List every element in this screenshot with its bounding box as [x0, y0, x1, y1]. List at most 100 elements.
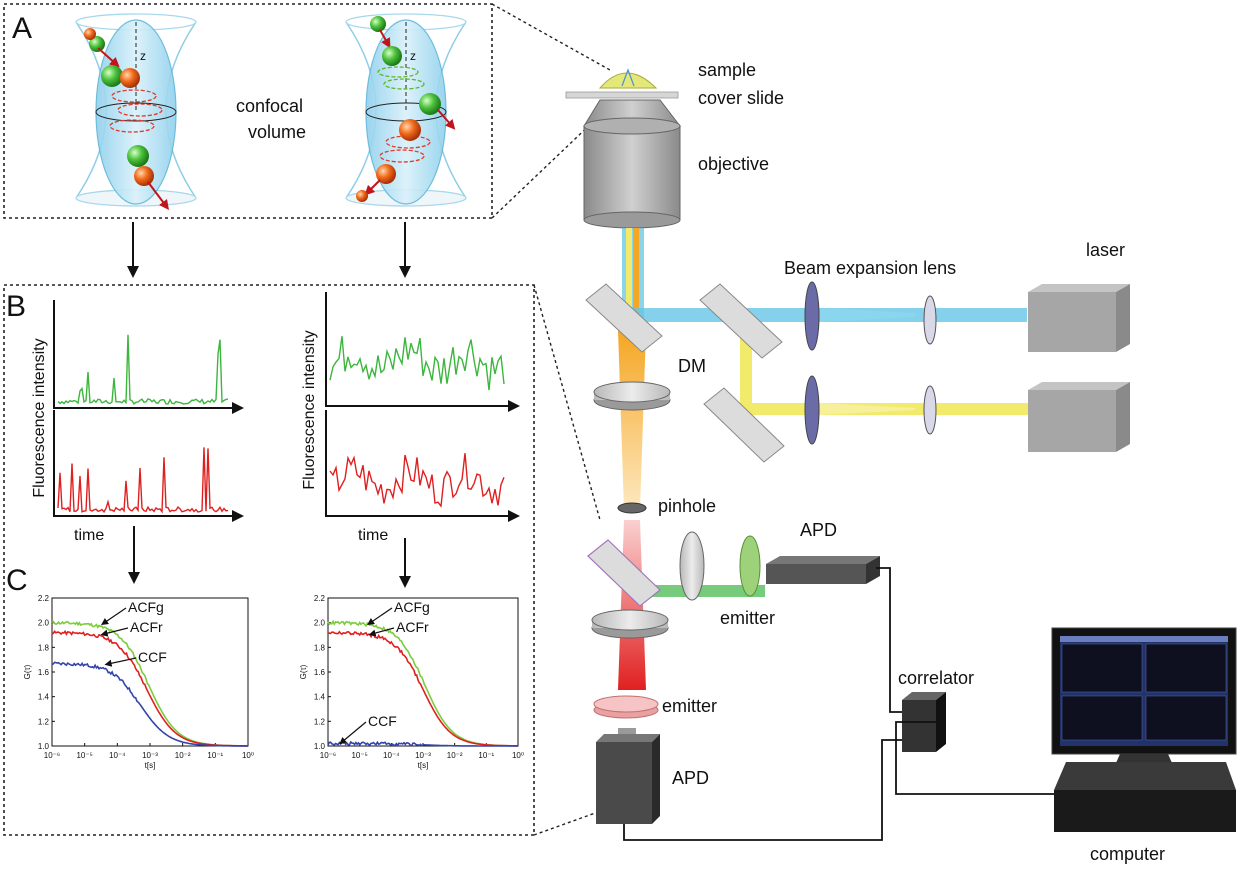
y-tick-label: 2.2 [314, 594, 326, 603]
x-tick-label: 10⁻³ [142, 751, 158, 760]
y-tick-label: 1.8 [314, 643, 326, 652]
series-line-ccf [327, 740, 518, 747]
cover-slide [565, 68, 679, 99]
trace-red-left [57, 447, 229, 514]
emitter-red-label: emitter [662, 696, 717, 716]
y-tick-label: 1.6 [314, 668, 326, 677]
x-tick-label: 10⁻⁶ [320, 751, 336, 760]
series-pointer-arrow [367, 607, 393, 626]
x-tick-label: 10⁻⁵ [351, 751, 367, 760]
series-label-acfg: ACFg [128, 599, 164, 615]
panel-b-letter: B [6, 290, 26, 323]
y-tick-label: 1.6 [38, 668, 50, 677]
tube-lens [593, 381, 671, 411]
computer [1051, 627, 1237, 832]
panel-a-letter: A [12, 12, 32, 45]
panel-bc-frame [3, 284, 535, 836]
objective-label: objective [698, 154, 769, 174]
confocal-volume-right: z [345, 13, 467, 207]
x-tick-label: 10⁻⁶ [44, 751, 60, 760]
laser-label: laser [1086, 240, 1125, 260]
x-axis-label: t[s] [418, 761, 429, 770]
red-path-lens [591, 609, 669, 639]
dichroic-mirror-4 [587, 539, 661, 607]
b-ylabel-left: Fluorescence intensity [31, 338, 48, 497]
correlator-label: correlator [898, 668, 974, 688]
x-tick-label: 10⁻² [175, 751, 191, 760]
dichroic-mirror-1 [585, 283, 663, 353]
trace-green-right [329, 336, 505, 391]
x-tick-label: 10⁻³ [415, 751, 431, 760]
zoom-line-top [491, 3, 611, 71]
series-pointer-arrow [100, 627, 129, 637]
apd-bottom [596, 728, 660, 824]
x-tick-label: 10⁻¹ [478, 751, 494, 760]
y-tick-label: 1.4 [38, 693, 50, 702]
y-tick-label: 1.2 [38, 717, 50, 726]
y-tick-label: 1.4 [314, 693, 326, 702]
zoom-line-bc-top [533, 284, 601, 521]
series-pointer-arrow [101, 607, 127, 626]
b-ylabel-right: Fluorescence intensity [301, 330, 318, 489]
volume-label: volume [248, 122, 306, 142]
y-tick-label: 1.0 [38, 742, 50, 751]
series-line-ccf [51, 661, 248, 747]
series-pointer-arrow [104, 657, 137, 667]
cover-slide-label: cover slide [698, 88, 784, 108]
sample-label: sample [698, 60, 756, 80]
dm-label: DM [678, 356, 706, 376]
series-line-acfg [327, 619, 519, 747]
x-tick-label: 10⁻¹ [207, 751, 223, 760]
x-tick-label: 10⁻⁴ [109, 751, 126, 760]
red-emitter [593, 695, 659, 719]
apd-top [766, 556, 880, 584]
y-axis-label: G(τ) [299, 664, 308, 679]
b-xlabel-left: time [74, 527, 104, 544]
z-axis-label-left: z [140, 49, 146, 63]
trace-axes [53, 292, 520, 522]
series-line-acfg [51, 620, 248, 747]
y-tick-label: 2.0 [38, 619, 50, 628]
series-label-ccf: CCF [368, 713, 397, 729]
green-path-lenses [679, 531, 761, 601]
excitation-beams [618, 228, 1028, 690]
trace-green-left [57, 334, 229, 405]
emitter-green-label: emitter [720, 608, 775, 628]
laser-bottom [1028, 382, 1130, 452]
confocal-label: confocal [236, 96, 303, 116]
series-label-acfr: ACFr [130, 619, 163, 635]
computer-label: computer [1090, 844, 1165, 864]
y-tick-label: 1.0 [314, 742, 326, 751]
series-pointer-arrow [339, 721, 367, 745]
x-tick-label: 10⁻² [447, 751, 463, 760]
series-pointer-arrow [368, 627, 395, 637]
x-tick-label: 10⁰ [242, 751, 254, 760]
y-tick-label: 2.0 [314, 619, 326, 628]
panel-a-frame [3, 3, 493, 219]
dichroic-mirror-2 [699, 283, 783, 359]
correlation-chart-right: 1.0 1.2 1.4 1.6 1.8 2.0 2.2 10⁻⁶ 10⁻⁵ 10⁻⁴ 10⁻³ 10⁻… [299, 594, 524, 770]
y-axis-label: G(τ) [23, 664, 32, 679]
series-label-ccf: CCF [138, 649, 167, 665]
objective [583, 99, 682, 229]
trace-red-right [329, 453, 505, 508]
apd-bottom-label: APD [672, 768, 709, 788]
cables [623, 567, 1054, 841]
pinhole-label: pinhole [658, 496, 716, 516]
x-tick-label: 10⁰ [512, 751, 524, 760]
pinhole [617, 502, 647, 514]
z-axis-label-right: z [410, 49, 416, 63]
laser-top [1028, 284, 1130, 352]
y-tick-label: 2.2 [38, 594, 50, 603]
x-tick-label: 10⁻⁵ [76, 751, 92, 760]
series-label-acfr: ACFr [396, 619, 429, 635]
x-axis-label: t[s] [145, 761, 156, 770]
y-tick-label: 1.2 [314, 717, 326, 726]
series-line-acfr [327, 630, 518, 747]
x-tick-label: 10⁻⁴ [383, 751, 400, 760]
beam-expansion-label: Beam expansion lens [784, 258, 956, 278]
confocal-volume-left: z [75, 13, 197, 210]
series-label-acfg: ACFg [394, 599, 430, 615]
b-xlabel-right: time [358, 527, 388, 544]
